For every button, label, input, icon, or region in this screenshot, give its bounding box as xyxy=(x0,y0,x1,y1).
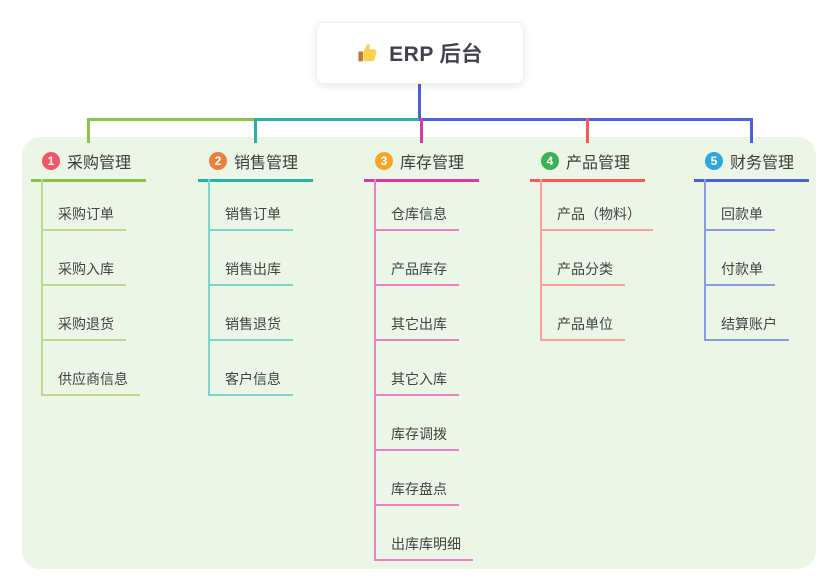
connector-drop xyxy=(86,118,90,143)
branch-number-badge: 3 xyxy=(375,152,393,170)
child-node[interactable]: 销售出库 xyxy=(208,261,293,286)
branch-label: 采购管理 xyxy=(67,155,132,172)
root-stem-line xyxy=(417,82,421,121)
connector-line-segment xyxy=(255,118,419,121)
child-node[interactable]: 产品（物料） xyxy=(540,206,653,231)
branch-node[interactable]: 3 库存管理 xyxy=(364,149,480,182)
child-node[interactable]: 仓库信息 xyxy=(374,206,459,231)
branch-tree-line xyxy=(208,179,210,396)
child-node[interactable]: 出库库明细 xyxy=(374,536,473,561)
thumbs-up-icon xyxy=(357,42,379,64)
branch-tree-line xyxy=(540,179,542,341)
branch-label: 销售管理 xyxy=(234,155,299,172)
branch-label: 产品管理 xyxy=(566,155,631,172)
child-node[interactable]: 采购入库 xyxy=(41,261,126,286)
child-node[interactable]: 回款单 xyxy=(704,206,775,231)
branches-background-panel xyxy=(22,137,816,569)
branch-number-badge: 2 xyxy=(209,152,227,170)
child-node[interactable]: 采购订单 xyxy=(41,206,126,231)
child-node[interactable]: 结算账户 xyxy=(704,316,789,341)
branch-node[interactable]: 2 销售管理 xyxy=(198,149,314,182)
connector-drop xyxy=(585,118,589,143)
child-node[interactable]: 销售退货 xyxy=(208,316,293,341)
connector-drop xyxy=(253,118,257,143)
branch-node[interactable]: 4 产品管理 xyxy=(530,149,646,182)
child-node[interactable]: 产品单位 xyxy=(540,316,625,341)
branch-tree-line xyxy=(374,179,376,561)
child-node[interactable]: 客户信息 xyxy=(208,371,293,396)
branch-number-badge: 5 xyxy=(705,152,723,170)
branch-node[interactable]: 5 财务管理 xyxy=(694,149,810,182)
child-node[interactable]: 销售订单 xyxy=(208,206,293,231)
root-node-erp[interactable]: ERP 后台 xyxy=(316,22,524,84)
child-node[interactable]: 其它入库 xyxy=(374,371,459,396)
connector-drop xyxy=(419,118,423,143)
branch-number-badge: 4 xyxy=(541,152,559,170)
child-node[interactable]: 库存调拨 xyxy=(374,426,459,451)
branch-tree-line xyxy=(41,179,43,396)
branch-tree-line xyxy=(704,179,706,341)
connector-line-segment xyxy=(86,118,255,121)
child-node[interactable]: 其它出库 xyxy=(374,316,459,341)
child-node[interactable]: 供应商信息 xyxy=(41,371,140,396)
child-node[interactable]: 付款单 xyxy=(704,261,775,286)
root-title: ERP 后台 xyxy=(389,43,483,66)
branch-node[interactable]: 1 采购管理 xyxy=(31,149,147,182)
branch-number-badge: 1 xyxy=(42,152,60,170)
branch-label: 库存管理 xyxy=(400,155,465,172)
child-node[interactable]: 产品分类 xyxy=(540,261,625,286)
child-node[interactable]: 库存盘点 xyxy=(374,481,459,506)
branch-label: 财务管理 xyxy=(730,155,795,172)
connector-drop xyxy=(749,118,753,143)
child-node[interactable]: 产品库存 xyxy=(374,261,459,286)
child-node[interactable]: 采购退货 xyxy=(41,316,126,341)
